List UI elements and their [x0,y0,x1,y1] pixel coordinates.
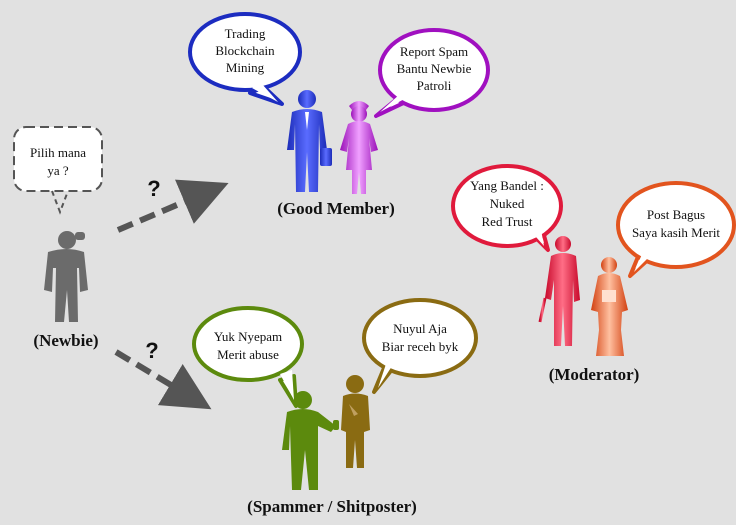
newbie-thought-line-1: Pilih mana [30,145,86,160]
spammer-green-person-icon [282,391,339,490]
moderator-orange-person-icon [591,257,628,356]
spammer-group: Yuk Nyepam Merit abuse Nuyul Aja Biar re… [192,298,478,516]
moderator-left-line-1: Yang Bandel : [470,178,544,193]
moderator-right-line-1: Post Bagus [647,207,705,222]
good-member-right-line-3: Patroli [417,78,452,93]
newbie-label: (Newbie) [33,331,98,350]
good-member-right-line-2: Bantu Newbie [397,61,472,76]
moderator-bubble-right: Post Bagus Saya kasih Merit [616,181,736,278]
newbie-thought-line-2: ya ? [47,163,69,178]
arrow-to-good-member: ? [116,176,229,233]
businessman-icon [287,90,332,192]
newbie-group: Pilih mana ya ? (Newbie) [13,126,103,350]
moderator-left-line-3: Red Trust [482,214,533,229]
good-member-group: Trading Blockchain Mining Report Spam Ba… [188,12,490,218]
good-member-label: (Good Member) [277,199,395,218]
moderator-group: Yang Bandel : Nuked Red Trust Post Bagus… [451,164,736,384]
moderator-right-line-2: Saya kasih Merit [632,225,720,240]
newbie-thought-bubble: Pilih mana ya ? [13,126,103,215]
moderator-label: (Moderator) [549,365,640,384]
spammer-bubble-right: Nuyul Aja Biar receh byk [362,298,478,394]
spammer-label: (Spammer / Shitposter) [247,497,417,516]
businesswoman-icon [340,101,378,194]
good-member-bubble-left: Trading Blockchain Mining [188,12,302,106]
spammer-left-line-1: Yuk Nyepam [214,329,282,344]
spammer-olive-person-icon [341,375,370,468]
arrow-down-question: ? [145,338,158,363]
moderator-bubble-left: Yang Bandel : Nuked Red Trust [451,164,563,252]
spammer-bubble-left: Yuk Nyepam Merit abuse [192,306,304,408]
good-member-bubble-right: Report Spam Bantu Newbie Patroli [374,28,490,118]
good-member-left-line-2: Blockchain [215,43,275,58]
good-member-right-line-1: Report Spam [400,44,468,59]
newbie-person-icon [44,231,88,322]
spammer-right-line-1: Nuyul Aja [393,321,447,336]
arrow-to-spammer: ? [114,338,212,410]
moderator-left-line-2: Nuked [490,196,525,211]
moderator-red-person-icon [538,236,580,346]
spammer-right-line-2: Biar receh byk [382,339,459,354]
spammer-left-line-2: Merit abuse [217,347,279,362]
good-member-left-line-1: Trading [225,26,266,41]
good-member-left-line-3: Mining [226,60,265,75]
arrow-up-question: ? [147,176,160,201]
